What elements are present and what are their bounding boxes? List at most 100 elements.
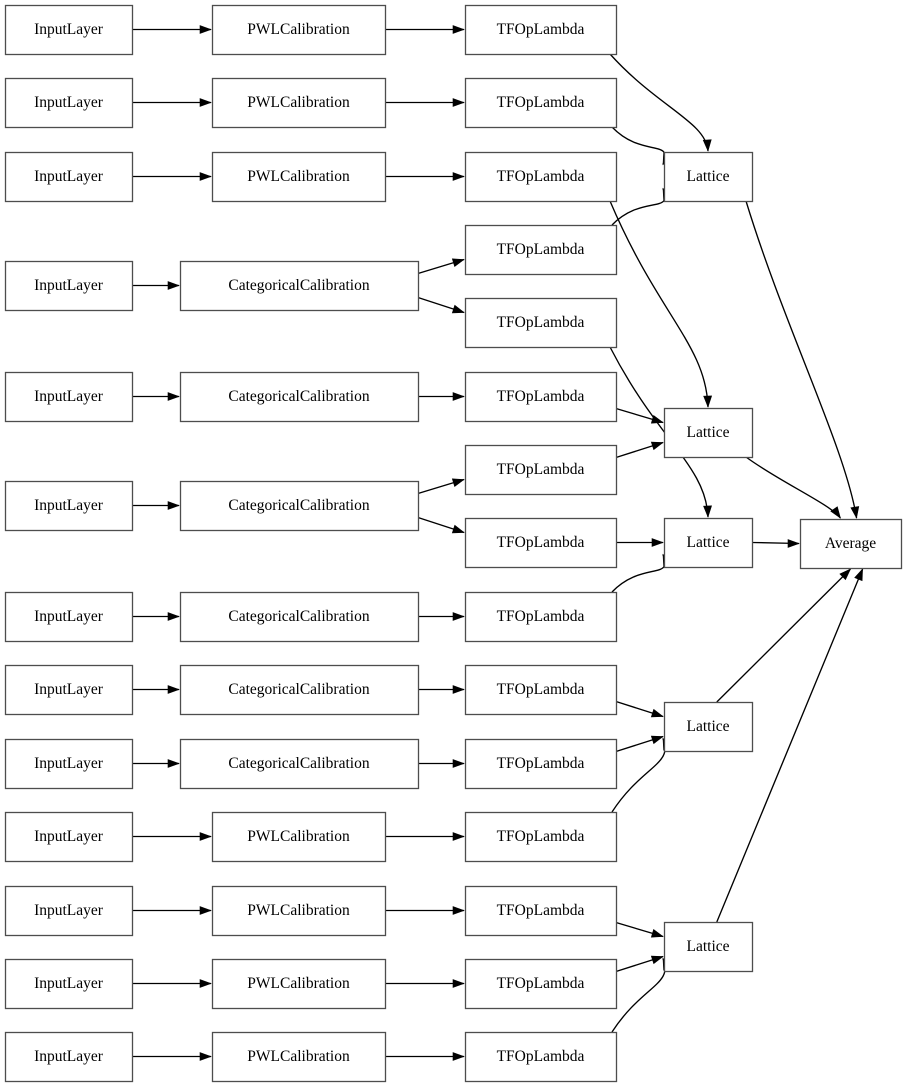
node-box	[4, 371, 134, 423]
node-pwlcalibration-cal2[interactable]: PWLCalibration	[211, 77, 387, 129]
node-label: TFOpLambda	[497, 975, 585, 992]
node-categorical-calibration-cal6[interactable]: CategoricalCalibration	[179, 480, 420, 532]
node-pwlcalibration-cal1[interactable]: PWLCalibration	[211, 4, 387, 56]
node-tfop-lambda-op15[interactable]: TFOpLambda	[464, 1031, 618, 1083]
edge-line	[716, 568, 851, 703]
node-tfop-lambda-op9[interactable]: TFOpLambda	[464, 591, 618, 643]
arrowhead	[839, 568, 852, 581]
node-tfop-lambda-op1[interactable]: TFOpLambda	[464, 4, 618, 56]
node-tfop-lambda-op12[interactable]: TFOpLambda	[464, 811, 618, 863]
node-label: CategoricalCalibration	[228, 608, 369, 625]
node-tfop-lambda-op4[interactable]: TFOpLambda	[464, 224, 618, 276]
node-input-layer-in2[interactable]: InputLayer	[4, 77, 134, 129]
node-box	[211, 811, 387, 863]
node-label: TFOpLambda	[497, 94, 585, 111]
edge-cal10-to-op12	[385, 832, 465, 841]
node-box	[211, 77, 387, 129]
node-input-layer-in6[interactable]: InputLayer	[4, 480, 134, 532]
node-box	[179, 664, 420, 716]
edge-cal12-to-op14	[385, 979, 465, 988]
node-input-layer-in13[interactable]: InputLayer	[4, 1031, 134, 1083]
node-categorical-calibration-cal4[interactable]: CategoricalCalibration	[179, 260, 420, 312]
node-input-layer-in3[interactable]: InputLayer	[4, 151, 134, 203]
node-lattice-lat1[interactable]: Lattice	[663, 151, 754, 203]
node-input-layer-in7[interactable]: InputLayer	[4, 591, 134, 643]
node-box	[663, 151, 754, 203]
node-input-layer-in9[interactable]: InputLayer	[4, 738, 134, 790]
edge-op9-to-lat3	[611, 553, 672, 593]
node-categorical-calibration-cal5[interactable]: CategoricalCalibration	[179, 371, 420, 423]
edge-lat4-to-avg	[716, 568, 852, 703]
node-pwlcalibration-cal11[interactable]: PWLCalibration	[211, 885, 387, 937]
node-input-layer-in10[interactable]: InputLayer	[4, 811, 134, 863]
node-box	[464, 444, 618, 496]
edge-op4-to-lat1	[611, 187, 672, 226]
node-pwlcalibration-cal3[interactable]: PWLCalibration	[211, 151, 387, 203]
node-label: Lattice	[686, 424, 729, 441]
node-label: Lattice	[686, 718, 729, 735]
node-tfop-lambda-op2[interactable]: TFOpLambda	[464, 77, 618, 129]
node-label: PWLCalibration	[247, 902, 350, 919]
edge-cal7-to-op9	[418, 612, 465, 621]
node-pwlcalibration-cal10[interactable]: PWLCalibration	[211, 811, 387, 863]
node-input-layer-in11[interactable]: InputLayer	[4, 885, 134, 937]
arrowhead	[167, 501, 180, 510]
node-tfop-lambda-op3[interactable]: TFOpLambda	[464, 151, 618, 203]
node-input-layer-in12[interactable]: InputLayer	[4, 958, 134, 1010]
node-lattice-lat3[interactable]: Lattice	[663, 517, 754, 569]
node-label: TFOpLambda	[497, 241, 585, 258]
edge-cal11-to-op13	[385, 906, 465, 915]
node-label: TFOpLambda	[497, 21, 585, 38]
node-input-layer-in4[interactable]: InputLayer	[4, 260, 134, 312]
node-lattice-lat2[interactable]: Lattice	[663, 407, 754, 459]
edge-line	[716, 568, 864, 923]
node-label: TFOpLambda	[497, 168, 585, 185]
node-label: PWLCalibration	[247, 975, 350, 992]
edge-cal6-to-op8	[417, 516, 465, 534]
node-tfop-lambda-op5[interactable]: TFOpLambda	[464, 297, 618, 349]
node-tfop-lambda-op10[interactable]: TFOpLambda	[464, 664, 618, 716]
edge-line	[609, 200, 709, 408]
node-categorical-calibration-cal7[interactable]: CategoricalCalibration	[179, 591, 420, 643]
node-label: InputLayer	[34, 21, 104, 38]
node-label: TFOpLambda	[497, 461, 585, 478]
node-tfop-lambda-op6[interactable]: TFOpLambda	[464, 371, 618, 423]
node-tfop-lambda-op14[interactable]: TFOpLambda	[464, 958, 618, 1010]
node-lattice-lat4[interactable]: Lattice	[663, 701, 754, 753]
edge-cal4-to-op5	[417, 296, 465, 314]
node-categorical-calibration-cal9[interactable]: CategoricalCalibration	[179, 738, 420, 790]
node-label: PWLCalibration	[247, 1048, 350, 1065]
edge-line	[611, 554, 666, 593]
edge-in5-to-cal5	[132, 392, 180, 401]
node-box	[179, 480, 420, 532]
edge-in8-to-cal8	[132, 685, 180, 694]
node-label: PWLCalibration	[247, 21, 350, 38]
arrowhead	[199, 1052, 212, 1061]
arrowhead	[199, 906, 212, 915]
node-average-avg[interactable]: Average	[799, 518, 903, 570]
node-label: InputLayer	[34, 755, 104, 772]
node-input-layer-in5[interactable]: InputLayer	[4, 371, 134, 423]
node-pwlcalibration-cal13[interactable]: PWLCalibration	[211, 1031, 387, 1083]
node-pwlcalibration-cal12[interactable]: PWLCalibration	[211, 958, 387, 1010]
node-label: TFOpLambda	[497, 608, 585, 625]
arrowhead	[451, 304, 465, 314]
node-box	[663, 701, 754, 753]
edge-layer	[132, 25, 864, 1061]
node-lattice-lat5[interactable]: Lattice	[663, 921, 754, 973]
node-tfop-lambda-op11[interactable]: TFOpLambda	[464, 738, 618, 790]
edge-cal5-to-op6	[418, 392, 465, 401]
node-tfop-lambda-op7[interactable]: TFOpLambda	[464, 444, 618, 496]
node-categorical-calibration-cal8[interactable]: CategoricalCalibration	[179, 664, 420, 716]
node-label: Average	[825, 535, 876, 552]
node-label: PWLCalibration	[247, 94, 350, 111]
node-box	[4, 151, 134, 203]
edge-line	[611, 188, 666, 226]
node-tfop-lambda-op8[interactable]: TFOpLambda	[464, 517, 618, 569]
arrowhead	[452, 612, 465, 621]
node-input-layer-in8[interactable]: InputLayer	[4, 664, 134, 716]
node-input-layer-in1[interactable]: InputLayer	[4, 4, 134, 56]
edge-cal8-to-op10	[418, 685, 465, 694]
node-tfop-lambda-op13[interactable]: TFOpLambda	[464, 885, 618, 937]
